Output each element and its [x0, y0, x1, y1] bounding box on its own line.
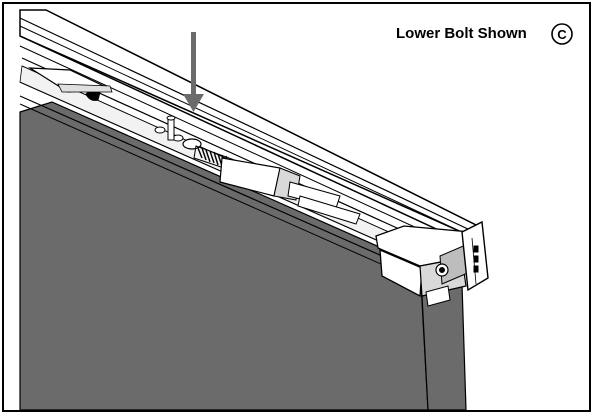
caption-label: Lower Bolt Shown — [396, 25, 527, 42]
circled-letter-badge: C — [551, 23, 573, 45]
spring — [197, 147, 231, 170]
badge-letter: C — [557, 27, 567, 42]
slide-block — [219, 157, 361, 225]
down-arrow-icon — [183, 32, 204, 112]
left-bracket — [27, 67, 113, 101]
end-bracket — [375, 220, 489, 307]
bolt-assembly — [154, 115, 241, 173]
